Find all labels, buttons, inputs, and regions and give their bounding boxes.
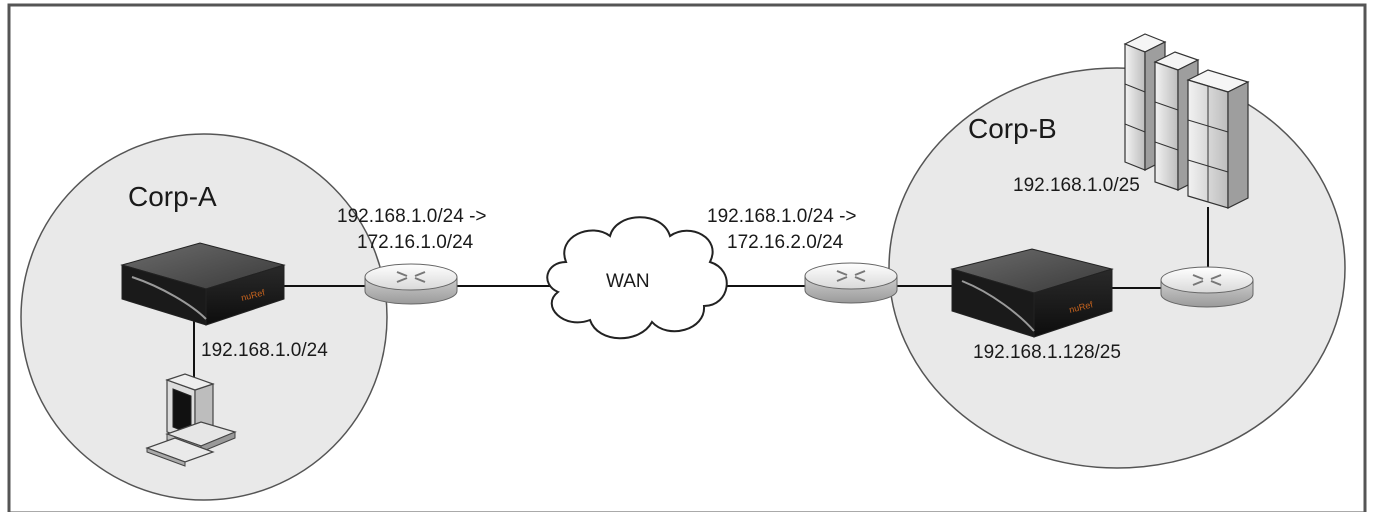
- corp-a-site-label: Corp-A: [128, 181, 217, 212]
- corp-b-nat-from-label: 192.168.1.0/24 ->: [707, 206, 857, 227]
- router-icon: [1160, 266, 1254, 308]
- corp-a-lan-subnet-label: 192.168.1.0/24: [201, 340, 328, 361]
- server-rack-icon: [1123, 33, 1250, 209]
- wan-label: WAN: [606, 271, 650, 292]
- workstation-icon: [145, 373, 237, 467]
- cloud-icon: WAN: [546, 216, 728, 340]
- corp-b-server-subnet-label: 192.168.1.0/25: [1013, 175, 1140, 196]
- corp-b-firewall-subnet-label: 192.168.1.128/25: [973, 342, 1121, 363]
- corp-b-site-label: Corp-B: [968, 113, 1057, 144]
- router-icon: [364, 263, 458, 305]
- firewall-appliance-icon: nuRef: [120, 242, 286, 326]
- corp-a-nat-from-label: 192.168.1.0/24 ->: [337, 206, 487, 227]
- corp-b-nat-to-label: 172.16.2.0/24: [727, 232, 844, 253]
- firewall-appliance-icon: nuRef: [950, 248, 1114, 338]
- router-icon: [804, 262, 898, 304]
- network-links: [193, 207, 1209, 392]
- corp-a-nat-to-label: 172.16.1.0/24: [357, 232, 474, 253]
